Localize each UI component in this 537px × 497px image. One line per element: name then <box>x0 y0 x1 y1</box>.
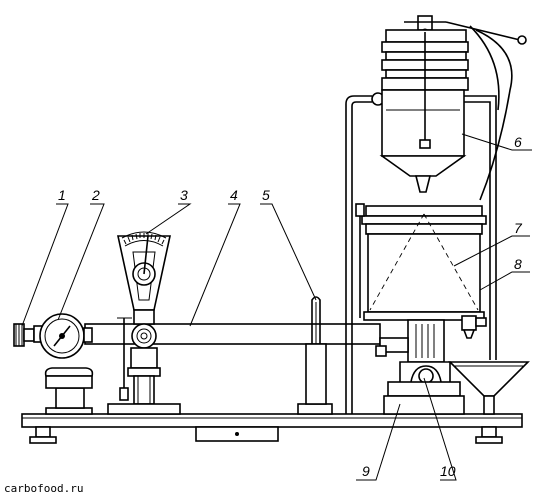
side-valve <box>461 315 487 339</box>
dial-gauge <box>33 313 93 359</box>
base-plate <box>21 413 523 442</box>
lower-chamber <box>355 203 487 321</box>
u-tube-manometer <box>297 296 333 415</box>
drive-unit <box>375 319 465 415</box>
callout-leaders <box>21 133 532 481</box>
callout-10: 10 <box>440 463 456 479</box>
callout-1: 1 <box>58 187 66 203</box>
callout-3: 3 <box>180 187 188 203</box>
callout-7: 7 <box>514 220 523 236</box>
upper-vessel <box>379 15 527 201</box>
handwheel <box>13 323 35 347</box>
horizontal-shaft <box>84 323 381 345</box>
callout-8: 8 <box>514 256 522 272</box>
left-foot <box>29 426 57 444</box>
collection-funnel <box>448 361 530 415</box>
callout-6: 6 <box>514 134 522 150</box>
callout-9: 9 <box>362 463 370 479</box>
callout-4: 4 <box>230 187 238 203</box>
support-frame <box>345 92 497 414</box>
left-support-block <box>44 367 94 415</box>
watermark-text: carbofood.ru <box>4 482 83 495</box>
scale-ticks <box>123 233 165 245</box>
callout-5: 5 <box>262 187 270 203</box>
scale-dynamometer <box>107 231 181 415</box>
right-foot <box>475 426 503 444</box>
callout-2: 2 <box>91 187 100 203</box>
callout-labels: 1 2 3 4 5 6 7 8 9 10 <box>58 134 523 479</box>
